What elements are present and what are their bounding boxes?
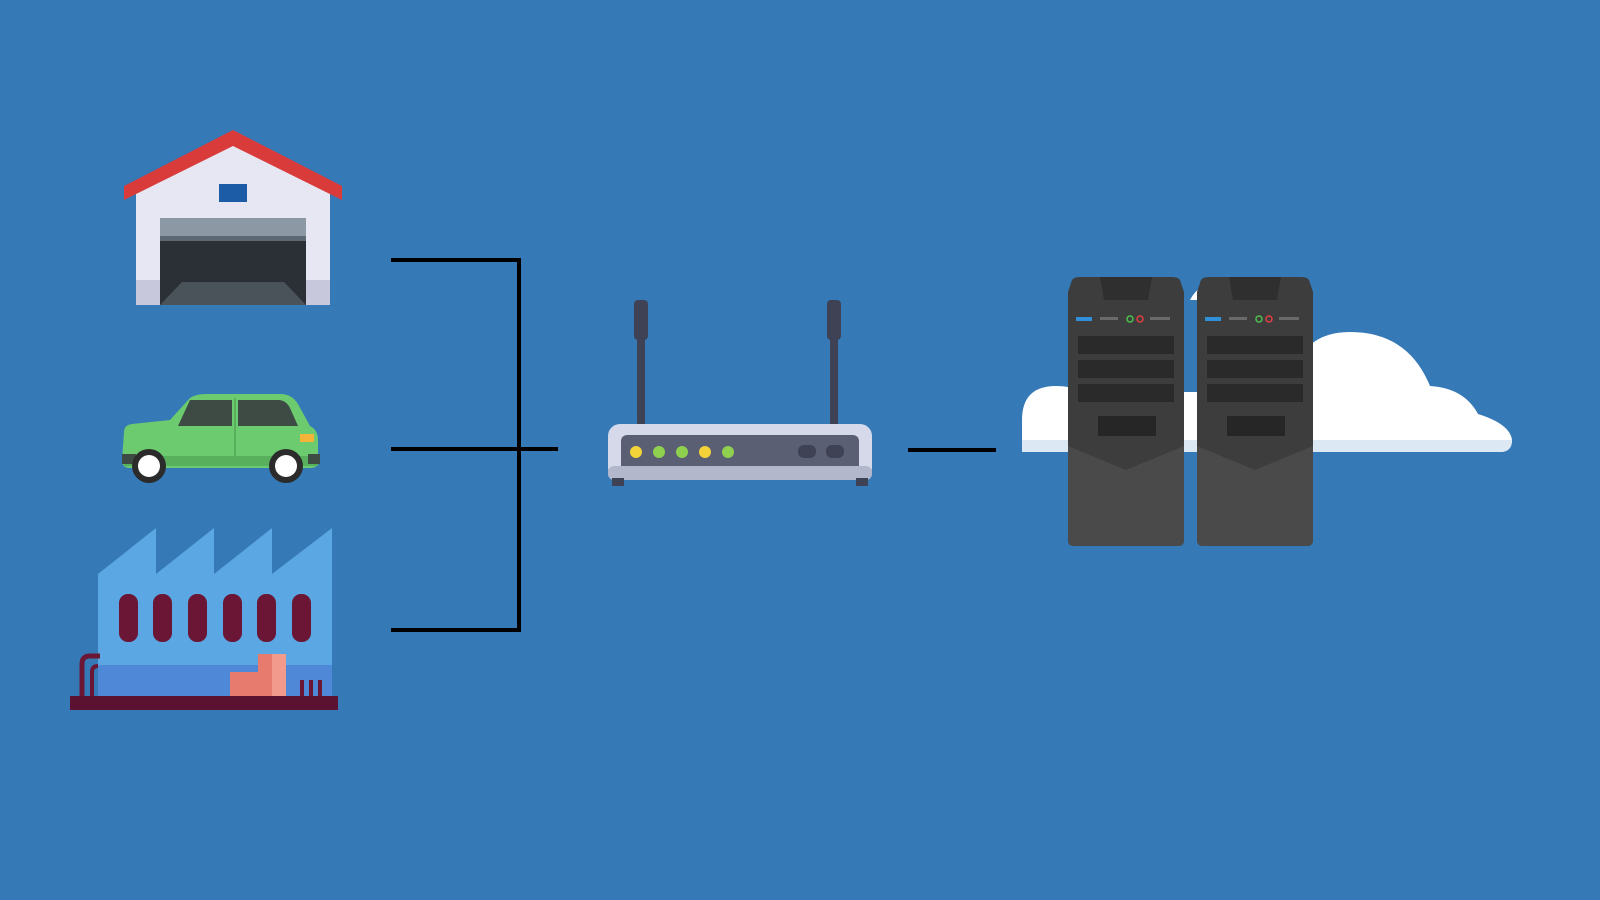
factory-icon: [70, 528, 338, 710]
garage-link: [391, 258, 521, 632]
router-icon: [608, 300, 872, 486]
router-led: [653, 446, 665, 458]
garage-icon: [124, 130, 342, 305]
router-led: [699, 446, 711, 458]
router-led: [630, 446, 642, 458]
cloud-servers-icon: [1022, 277, 1512, 546]
source-connectors: [391, 258, 558, 632]
car-icon: [122, 394, 320, 483]
server-tower: [1197, 277, 1313, 546]
server-tower: [1068, 277, 1184, 546]
router-led: [722, 446, 734, 458]
router-led: [676, 446, 688, 458]
